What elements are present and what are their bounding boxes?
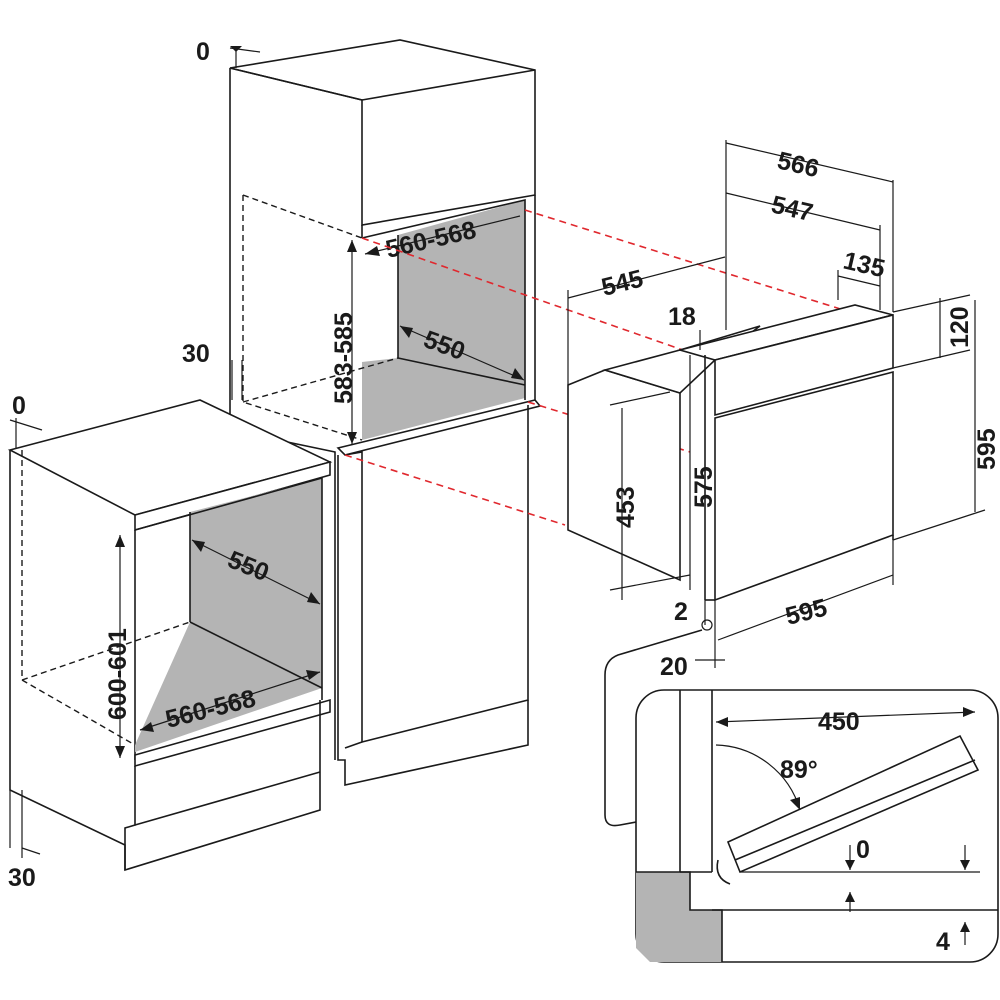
oven-overall-height-label: 595	[973, 428, 1000, 470]
base-niche-height-label: 600-601	[104, 628, 132, 720]
base-side-gap-label: 30	[8, 864, 36, 892]
tall-cabinet: 0 30 583-585 560-568 550	[182, 38, 542, 786]
door-open-length-label: 450	[818, 708, 860, 736]
oven-overall-depth-label: 566	[775, 147, 822, 184]
open-door-panel	[726, 734, 980, 874]
oven: 566 547 135 545 18 120 595 575 453 595 2…	[567, 140, 1000, 681]
oven-lower-height-label: 453	[612, 486, 640, 528]
base-top-gap-label: 0	[12, 392, 26, 420]
base-niche-cavity	[190, 478, 322, 688]
oven-front-offset-label: 18	[668, 303, 696, 331]
tall-top-gap-label: 0	[196, 38, 210, 66]
oven-panel-height-label: 120	[946, 306, 974, 348]
base-cabinet: 0 30 600-601 550 560-568	[7, 392, 333, 892]
tall-niche-height-label: 583-585	[330, 312, 358, 404]
tall-side-gap-label: 30	[182, 340, 210, 368]
oven-side-depth-label: 545	[599, 265, 646, 302]
oven-bottom-gap-label: 2	[674, 598, 688, 626]
oven-body-depth-label: 547	[769, 191, 816, 228]
oven-door-thickness-label: 20	[660, 653, 688, 681]
top-clearance-label: 0	[856, 836, 870, 864]
door-detail: 450 89° 0 4	[604, 629, 999, 963]
oven-overall-width-label: 595	[783, 594, 830, 631]
oven-body-height-label: 575	[690, 466, 718, 508]
opening-angle-label: 89°	[780, 756, 818, 784]
floor-clearance-label: 4	[936, 928, 950, 956]
